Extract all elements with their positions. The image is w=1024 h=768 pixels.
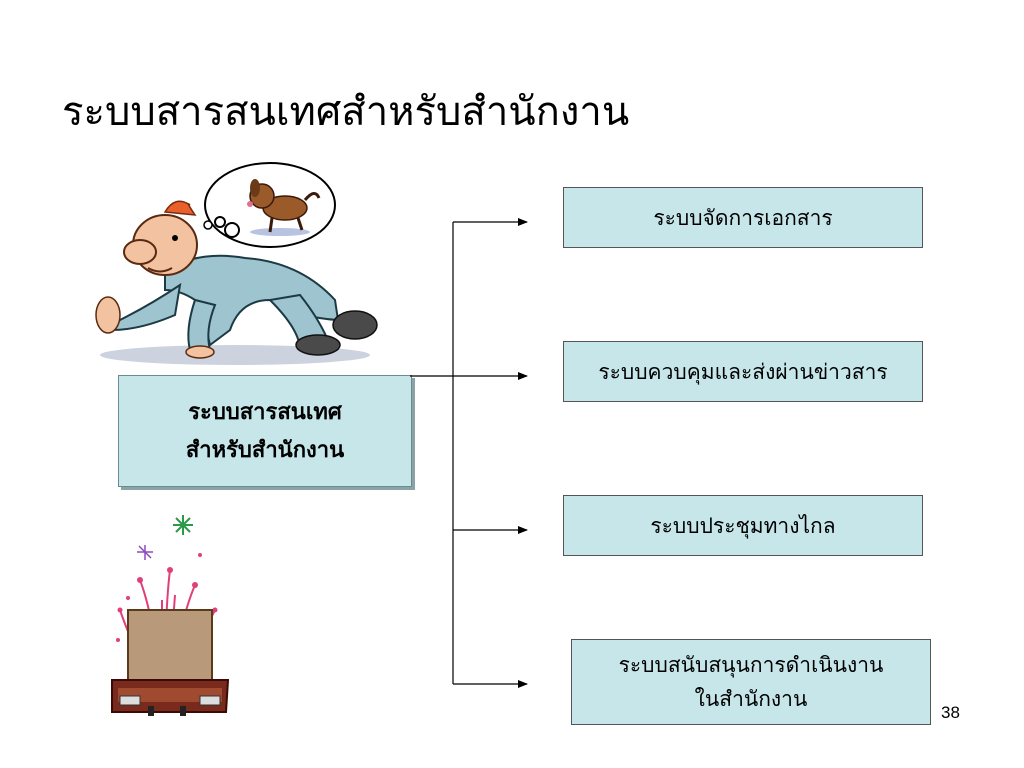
branch-box-office-support: ระบบสนับสนุนการดำเนินงาน ในสำนักงาน: [571, 639, 931, 725]
branch-box-document-management: ระบบจัดการเอกสาร: [563, 187, 923, 248]
branch-label-line1: ระบบสนับสนุนการดำเนินงาน: [618, 653, 884, 677]
slide-title: ระบบสารสนเทศสำหรับสำนักงาน: [62, 89, 630, 135]
central-node-line1: ระบบสารสนเทศ: [188, 399, 342, 425]
central-node-line2: สำหรับสำนักงาน: [185, 437, 345, 463]
page-number: 38: [941, 703, 960, 722]
branch-label: ระบบประชุมทางไกล: [650, 513, 836, 538]
branch-box-teleconference: ระบบประชุมทางไกล: [563, 495, 923, 556]
branch-box-message-control: ระบบควบคุมและส่งผ่านข่าวสาร: [563, 341, 923, 402]
central-node-box: ระบบสารสนเทศ สำหรับสำนักงาน: [118, 375, 412, 487]
branch-label-line2: ในสำนักงาน: [694, 687, 808, 711]
branch-label: ระบบจัดการเอกสาร: [653, 205, 833, 230]
branch-label: ระบบควบคุมและส่งผ่านข่าวสาร: [598, 359, 888, 384]
